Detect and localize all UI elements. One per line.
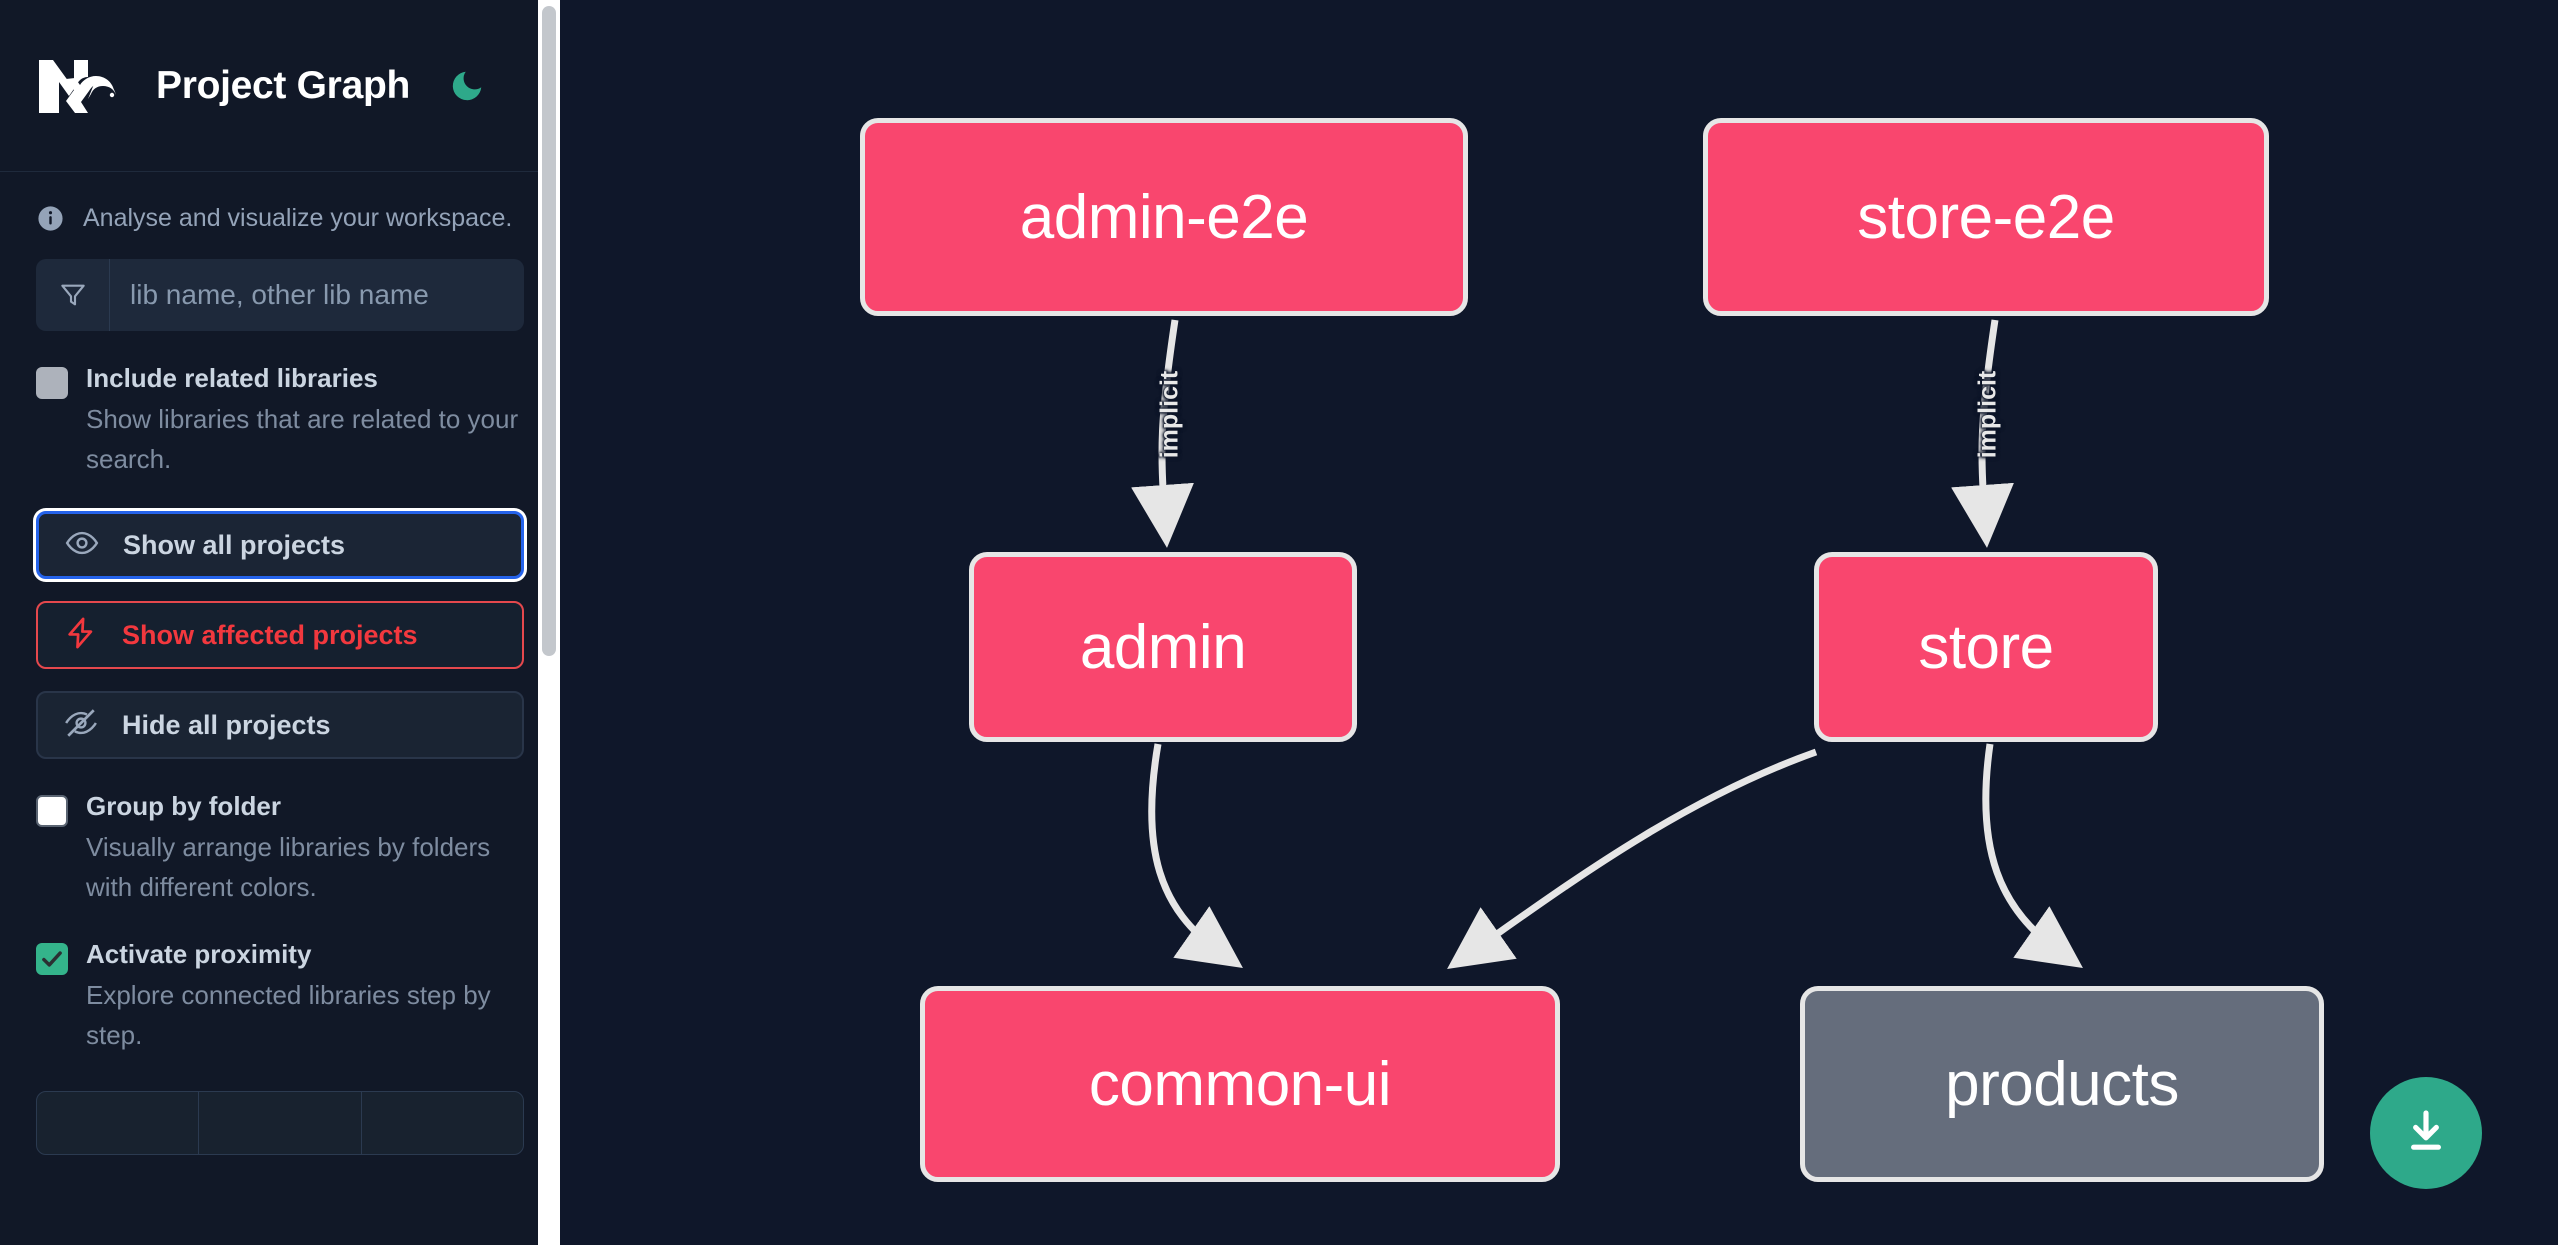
graph-node-store[interactable]: store [1814, 552, 2158, 742]
hide-all-projects-label: Hide all projects [122, 709, 331, 740]
graph-node-common-ui[interactable]: common-ui [920, 986, 1560, 1182]
segment-1[interactable] [37, 1092, 200, 1154]
checkbox-label-include-related: Include related libraries [86, 363, 378, 393]
show-all-projects-button[interactable]: Show all projects [36, 511, 524, 579]
show-all-projects-label: Show all projects [123, 529, 346, 560]
sidebar-scrollbar[interactable] [538, 0, 560, 1245]
lightning-bolt-icon [64, 616, 98, 655]
search-input[interactable] [110, 259, 524, 331]
segment-3[interactable] [362, 1092, 523, 1154]
info-icon [36, 204, 65, 233]
sidebar-header: Project Graph [0, 0, 560, 172]
show-affected-projects-button[interactable]: Show affected projects [36, 601, 524, 669]
sidebar-scrollbar-thumb[interactable] [542, 6, 556, 656]
download-image-button[interactable] [2370, 1077, 2482, 1189]
filter-box[interactable] [36, 259, 524, 331]
checkbox-box-include-related[interactable] [36, 367, 68, 399]
checkbox-desc-include-related: Show libraries that are related to your … [86, 404, 519, 474]
sidebar: Project Graph Analyse and visualize your… [0, 0, 560, 1245]
checkbox-box-group-by-folder[interactable] [36, 795, 68, 827]
eye-icon [65, 526, 99, 565]
graph-node-label: store-e2e [1857, 182, 2115, 252]
checkbox-label-group-by-folder: Group by folder [86, 791, 281, 821]
graph-node-products[interactable]: products [1800, 986, 2324, 1182]
show-affected-projects-label: Show affected projects [122, 619, 418, 650]
checkbox-activate-proximity[interactable]: Activate proximity Explore connected lib… [0, 907, 560, 1055]
hide-all-projects-button[interactable]: Hide all projects [36, 691, 524, 759]
checkbox-desc-activate-proximity: Explore connected libraries step by step… [86, 980, 491, 1050]
projects-button-group: Show all projects Show affected projects [0, 479, 560, 759]
segment-2[interactable] [199, 1092, 362, 1154]
graph-canvas[interactable]: admin-e2e store-e2e admin store common-u… [560, 0, 2558, 1245]
graph-node-label: products [1945, 1049, 2179, 1119]
checkbox-group-by-folder[interactable]: Group by folder Visually arrange librari… [0, 759, 560, 907]
filter-row [0, 233, 560, 331]
graph-node-admin[interactable]: admin [969, 552, 1357, 742]
proximity-segmented-control[interactable] [36, 1091, 524, 1155]
nx-logo-icon [36, 55, 122, 117]
workspace-note: Analyse and visualize your workspace. [0, 172, 560, 233]
graph-node-label: common-ui [1088, 1049, 1392, 1119]
checkbox-desc-group-by-folder: Visually arrange libraries by folders wi… [86, 832, 491, 902]
graph-node-admin-e2e[interactable]: admin-e2e [860, 118, 1468, 316]
moon-icon[interactable] [444, 63, 490, 109]
graph-node-label: admin-e2e [1019, 182, 1309, 252]
eye-off-icon [64, 706, 98, 745]
sidebar-content: Project Graph Analyse and visualize your… [0, 0, 560, 1155]
workspace-note-text: Analyse and visualize your workspace. [83, 204, 513, 232]
checkbox-include-related-libraries[interactable]: Include related libraries Show libraries… [0, 331, 560, 479]
graph-node-label: admin [1079, 612, 1247, 682]
graph-edges [1131, 319, 2083, 970]
page-title: Project Graph [156, 63, 410, 107]
graph-node-label: store [1918, 612, 2054, 682]
graph-node-store-e2e[interactable]: store-e2e [1703, 118, 2269, 316]
download-icon [2399, 1104, 2453, 1163]
checkbox-label-activate-proximity: Activate proximity [86, 939, 312, 969]
checkbox-box-activate-proximity[interactable] [36, 943, 68, 975]
funnel-icon [36, 259, 110, 331]
